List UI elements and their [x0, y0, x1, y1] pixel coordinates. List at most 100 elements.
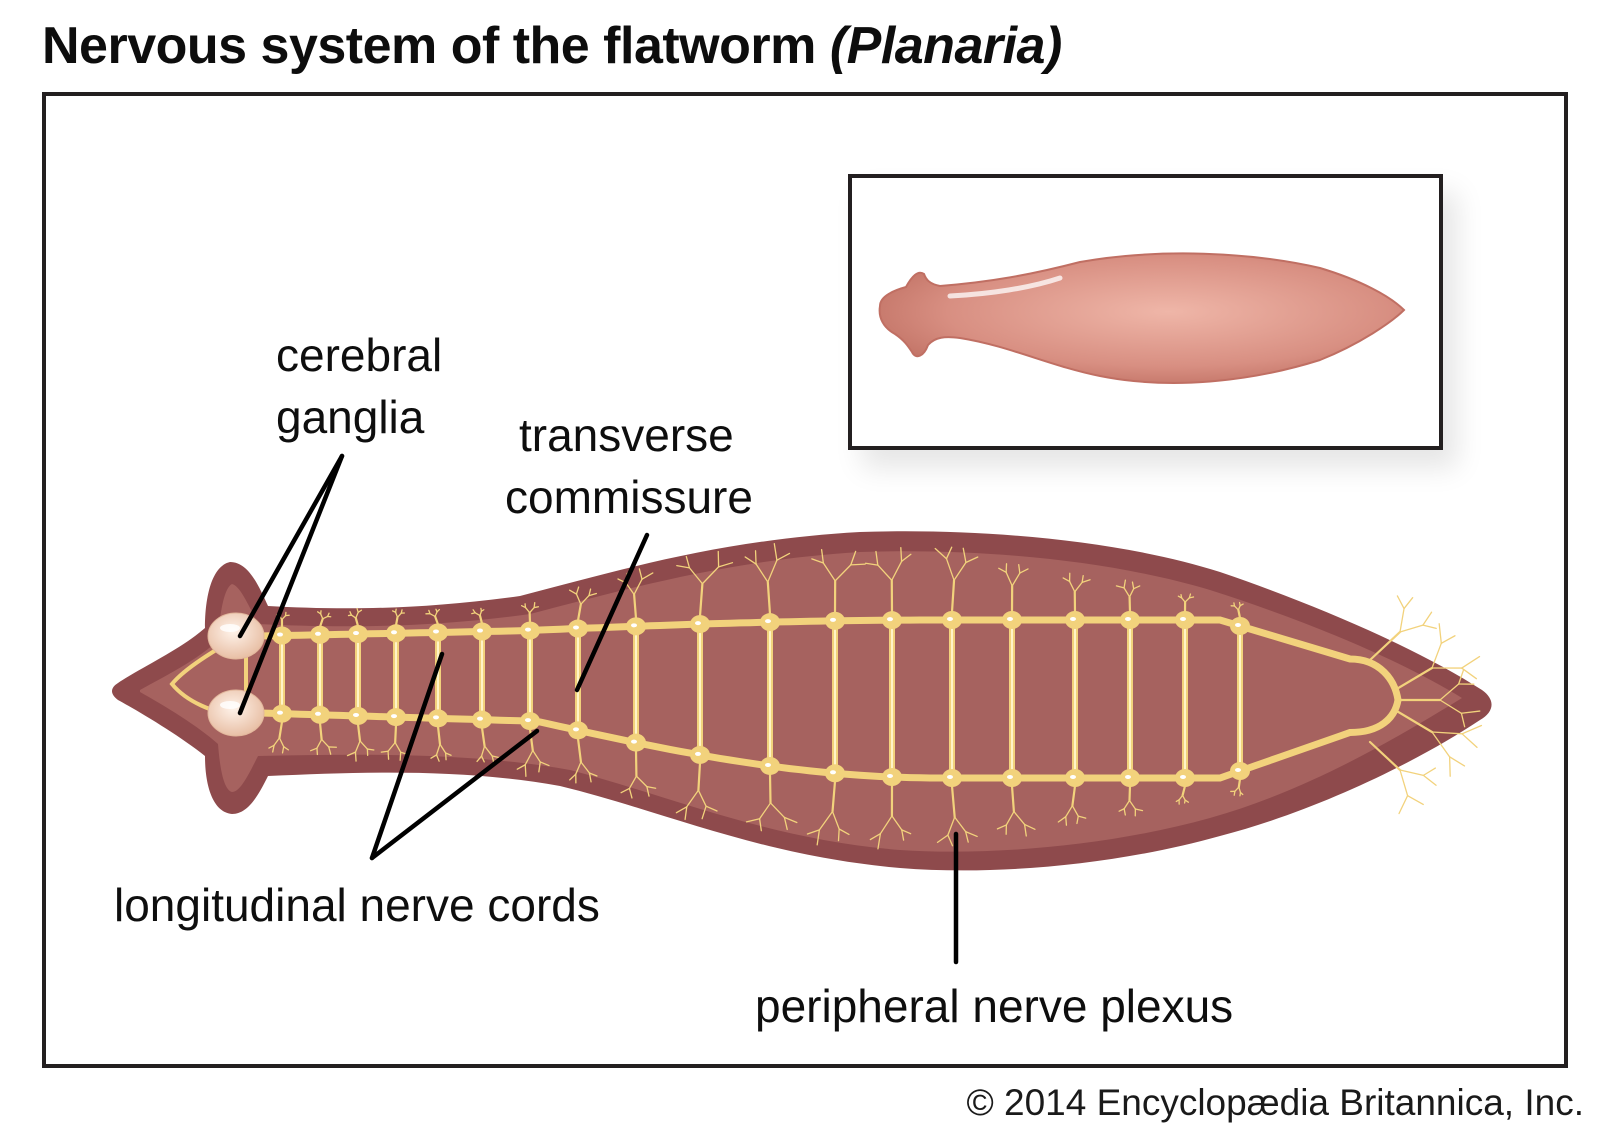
peripheral-nerve-branch	[766, 580, 772, 616]
peripheral-nerve-branch	[359, 740, 369, 750]
diagram-title: Nervous system of the flatworm (Planaria…	[42, 16, 1062, 76]
peripheral-nerve-branch	[320, 738, 330, 748]
nerve-node-highlight	[1007, 775, 1013, 779]
peripheral-nerve-branch	[1123, 579, 1127, 589]
title-main: Nervous system of the flatworm	[42, 17, 830, 75]
nerve-node-highlight	[573, 727, 579, 732]
nerve-node-highlight	[631, 623, 637, 628]
peripheral-nerve-branch	[1180, 597, 1186, 603]
peripheral-nerve-branch	[816, 829, 821, 846]
peripheral-nerve-branch	[1023, 823, 1036, 830]
peripheral-nerve-branch	[1134, 808, 1144, 812]
cerebral-ganglion-highlight	[220, 701, 240, 709]
peripheral-nerve-branch	[478, 614, 484, 625]
peripheral-nerve-branch	[1439, 699, 1463, 714]
peripheral-nerve-branch	[685, 555, 691, 569]
peripheral-nerve-branch	[1431, 731, 1463, 735]
peripheral-nerve-branch	[1115, 585, 1125, 589]
leader-longitudinal-cord-upper	[369, 651, 445, 861]
peripheral-nerve-branch	[1181, 794, 1186, 801]
peripheral-nerve-branch	[1065, 816, 1068, 826]
peripheral-nerve-branch	[1458, 669, 1465, 685]
peripheral-nerve-branch	[1128, 784, 1132, 802]
peripheral-nerve-branch	[701, 566, 720, 585]
peripheral-nerve-branch	[479, 610, 483, 617]
peripheral-nerve-branch	[1005, 571, 1013, 587]
peripheral-nerve-branch	[268, 744, 275, 749]
nerve-system	[169, 543, 1483, 850]
peripheral-nerve-branch	[1431, 642, 1442, 669]
inset-worm-body	[878, 252, 1406, 384]
peripheral-nerve-branch	[705, 805, 718, 812]
peripheral-nerve-branch	[758, 802, 772, 820]
peripheral-nerve-branch	[1422, 611, 1433, 626]
peripheral-nerve-branch	[528, 727, 534, 752]
nerve-node-highlight	[765, 619, 771, 624]
peripheral-nerve-branch	[580, 594, 590, 605]
peripheral-nerve-branch	[1439, 683, 1460, 701]
peripheral-nerve-branch	[1461, 724, 1483, 735]
nerve-node-highlight	[1070, 617, 1076, 621]
nerve-node-highlight	[631, 739, 637, 744]
nerve-node-highlight	[525, 718, 531, 723]
peripheral-nerve-branch	[575, 761, 582, 775]
peripheral-nerve-branch	[620, 787, 631, 794]
peripheral-nerve-branch	[434, 615, 440, 626]
peripheral-nerve-branch	[850, 550, 857, 566]
peripheral-nerve-branch	[633, 593, 638, 620]
peripheral-nerve-branch	[879, 815, 893, 835]
peripheral-nerve-branch	[628, 787, 633, 799]
peripheral-nerve-branch	[354, 751, 357, 762]
label-cerebral-ganglia: cerebral ganglia	[276, 324, 442, 448]
nerve-node-highlight	[830, 617, 836, 622]
peripheral-nerve-branch	[357, 609, 363, 614]
peripheral-nerve-branch	[575, 593, 582, 605]
peripheral-nerve-branch	[1133, 585, 1141, 590]
peripheral-nerve-branch	[316, 738, 323, 749]
peripheral-nerve-branch	[533, 606, 540, 609]
diagram-frame	[42, 92, 1568, 1068]
peripheral-nerve-branch	[1393, 708, 1434, 734]
peripheral-nerve-branch	[783, 816, 798, 824]
peripheral-nerve-branch	[701, 805, 707, 820]
peripheral-nerve-branch	[533, 601, 536, 609]
peripheral-nerve-branch	[1175, 799, 1180, 803]
peripheral-nerve-branch	[950, 579, 956, 614]
peripheral-nerve-branch	[1237, 608, 1242, 620]
peripheral-nerve-branch	[436, 725, 442, 746]
peripheral-nerve-branch	[1068, 580, 1076, 593]
peripheral-nerve-branch	[831, 810, 840, 830]
peripheral-nerve-branch	[769, 802, 786, 819]
peripheral-nerve-branch	[281, 746, 285, 754]
peripheral-nerve-branch	[528, 606, 535, 614]
cerebral-ganglion-lower	[207, 689, 265, 737]
peripheral-nerve-branch	[434, 611, 438, 618]
peripheral-nerve-branch	[320, 613, 324, 620]
peripheral-nerve-branch	[744, 556, 757, 565]
peripheral-nerve-branch	[1461, 667, 1478, 680]
peripheral-nerve-branch	[524, 764, 527, 777]
nerve-node-highlight	[1125, 617, 1131, 621]
peripheral-nerve-branch	[356, 722, 362, 743]
peripheral-nerve-branch	[1013, 810, 1026, 826]
peripheral-nerve-branch	[474, 612, 481, 617]
peripheral-nerve-branch	[901, 829, 905, 841]
nerve-node-highlight	[277, 632, 283, 637]
peripheral-nerve-branch	[1422, 774, 1437, 786]
copyright-notice: © 2014 Encyclopædia Britannica, Inc.	[966, 1082, 1584, 1123]
nerve-node-highlight	[433, 715, 439, 720]
peripheral-nerve-branch	[394, 741, 402, 753]
peripheral-nerve-branch	[864, 562, 879, 566]
peripheral-nerve-branch	[1460, 710, 1481, 714]
peripheral-nerve-branch	[1071, 805, 1079, 817]
peripheral-nerve-branch	[1062, 577, 1071, 583]
peripheral-nerve-branch	[278, 737, 285, 748]
cerebral-ganglion-highlight	[220, 624, 240, 632]
nerve-node-highlight	[477, 628, 483, 633]
peripheral-nerve-branch	[346, 751, 357, 757]
nerve-node-highlight	[433, 629, 439, 634]
peripheral-nerve-branch	[1422, 624, 1437, 630]
peripheral-nerve-branch	[1368, 740, 1402, 772]
peripheral-nerve-branch	[588, 592, 598, 597]
peripheral-nerve-branch	[532, 749, 541, 763]
